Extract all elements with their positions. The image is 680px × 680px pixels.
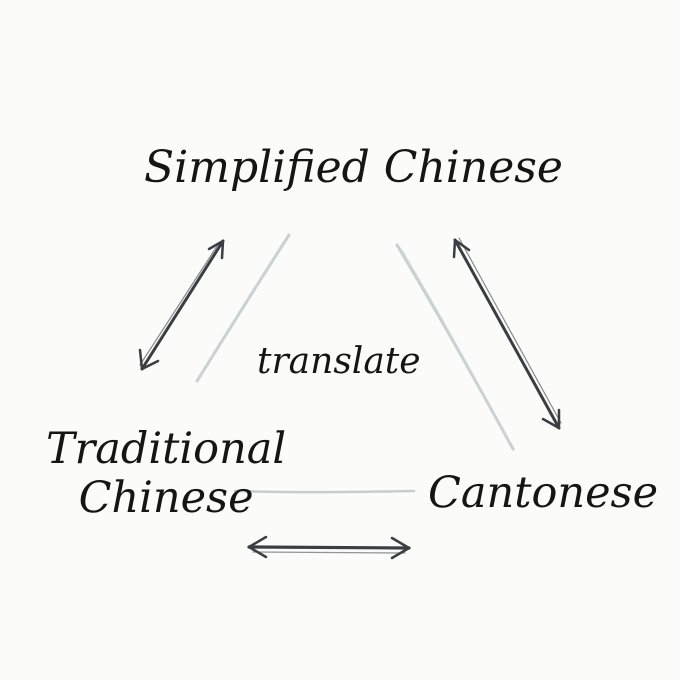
node-traditional-chinese-line1: Traditional [46,424,287,474]
node-cantonese: Cantonese [428,468,659,518]
guide-line-right-shadow [401,249,510,443]
arrow-simplified-traditional [138,239,225,371]
node-traditional-chinese: Traditional Chinese [46,424,287,524]
arrow-simplified-cantonese [452,237,562,430]
guide-line-bottom [233,489,416,494]
node-traditional-chinese-line2: Chinese [78,473,254,524]
arrow-traditional-cantonese [247,535,411,560]
guide-lines [195,233,515,494]
guide-line-left-shadow [199,239,286,377]
node-simplified-chinese: Simplified Chinese [144,142,563,193]
center-label-translate: translate [257,341,421,382]
